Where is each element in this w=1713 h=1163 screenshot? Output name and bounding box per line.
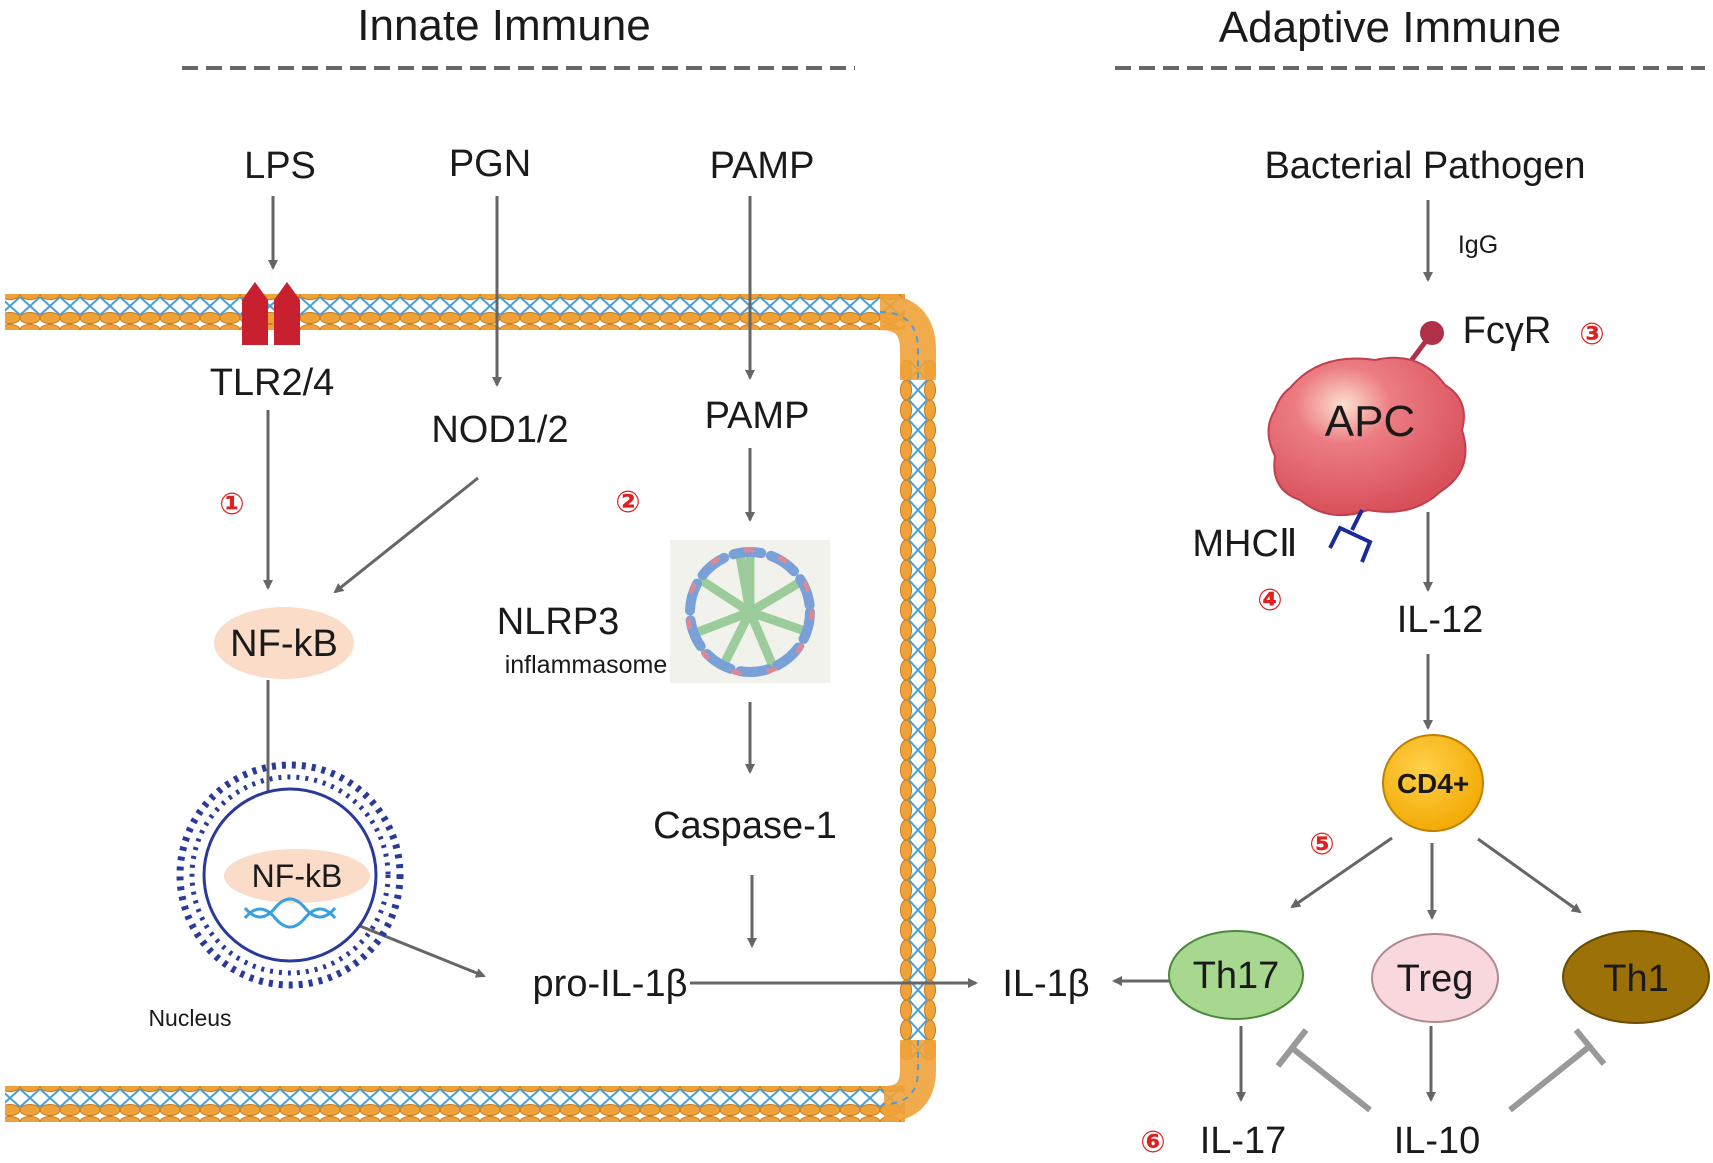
step-3-marker: ③ [1579,318,1604,351]
step-4-marker: ④ [1257,584,1282,617]
pathogen-label: Bacterial Pathogen [1264,145,1585,187]
adaptive-header: Adaptive Immune [1219,3,1561,52]
treg-label: Treg [1397,958,1474,1000]
pro-il1b-label: pro-IL-1β [533,963,688,1005]
step-5-marker: ⑤ [1309,828,1334,861]
th1-label: Th1 [1603,958,1668,1000]
tlr-receptor-icon [242,282,300,345]
apc-cell [1267,356,1467,517]
apc-label: APC [1325,397,1415,446]
fcgr-label: FcγR [1463,310,1552,352]
tlr-label: TLR2/4 [210,362,335,404]
nucleus-label: Nucleus [148,1005,231,1031]
il17-label: IL-17 [1200,1120,1287,1162]
nfkb-nucleus-label: NF-kB [252,858,343,894]
lps-label: LPS [244,145,316,187]
nfkb-nucleus-node [224,849,370,903]
dna-icon [243,897,337,929]
adaptive-arrows [1112,200,1582,1102]
il12-label: IL-12 [1397,599,1484,641]
nod-label: NOD1/2 [431,409,568,451]
caspase-label: Caspase-1 [653,805,837,847]
step-1-marker: ① [219,488,244,521]
igg-label: IgG [1458,231,1498,259]
pgn-label: PGN [449,143,531,185]
step-6-marker: ⑥ [1140,1126,1165,1159]
cd4-cell [1382,734,1484,832]
th1-cell [1562,930,1710,1024]
cell-membrane [5,294,936,1122]
step-2-marker: ② [615,486,640,519]
innate-header: Innate Immune [357,1,651,50]
nfkb-label: NF-kB [230,623,338,665]
th17-cell [1168,930,1304,1020]
mhc-label: MHCⅡ [1192,523,1297,565]
inflammasome-label: inflammasome [505,651,668,679]
inflammasome-icon [670,540,830,683]
nlrp3-label: NLRP3 [497,601,620,643]
th17-label: Th17 [1193,955,1280,997]
pamp-outside-label: PAMP [710,145,815,187]
il10-label: IL-10 [1394,1120,1481,1162]
treg-cell [1371,933,1499,1023]
il1b-label: IL-1β [1002,963,1089,1005]
nfkb-cytoplasm-node [214,607,354,679]
pamp-inside-label: PAMP [705,395,810,437]
cd4-label: CD4+ [1397,768,1469,799]
fcgr-receptor-icon [1406,321,1444,367]
inhibition-lines [1275,1028,1607,1113]
mhc-receptor-icon [1328,509,1373,563]
